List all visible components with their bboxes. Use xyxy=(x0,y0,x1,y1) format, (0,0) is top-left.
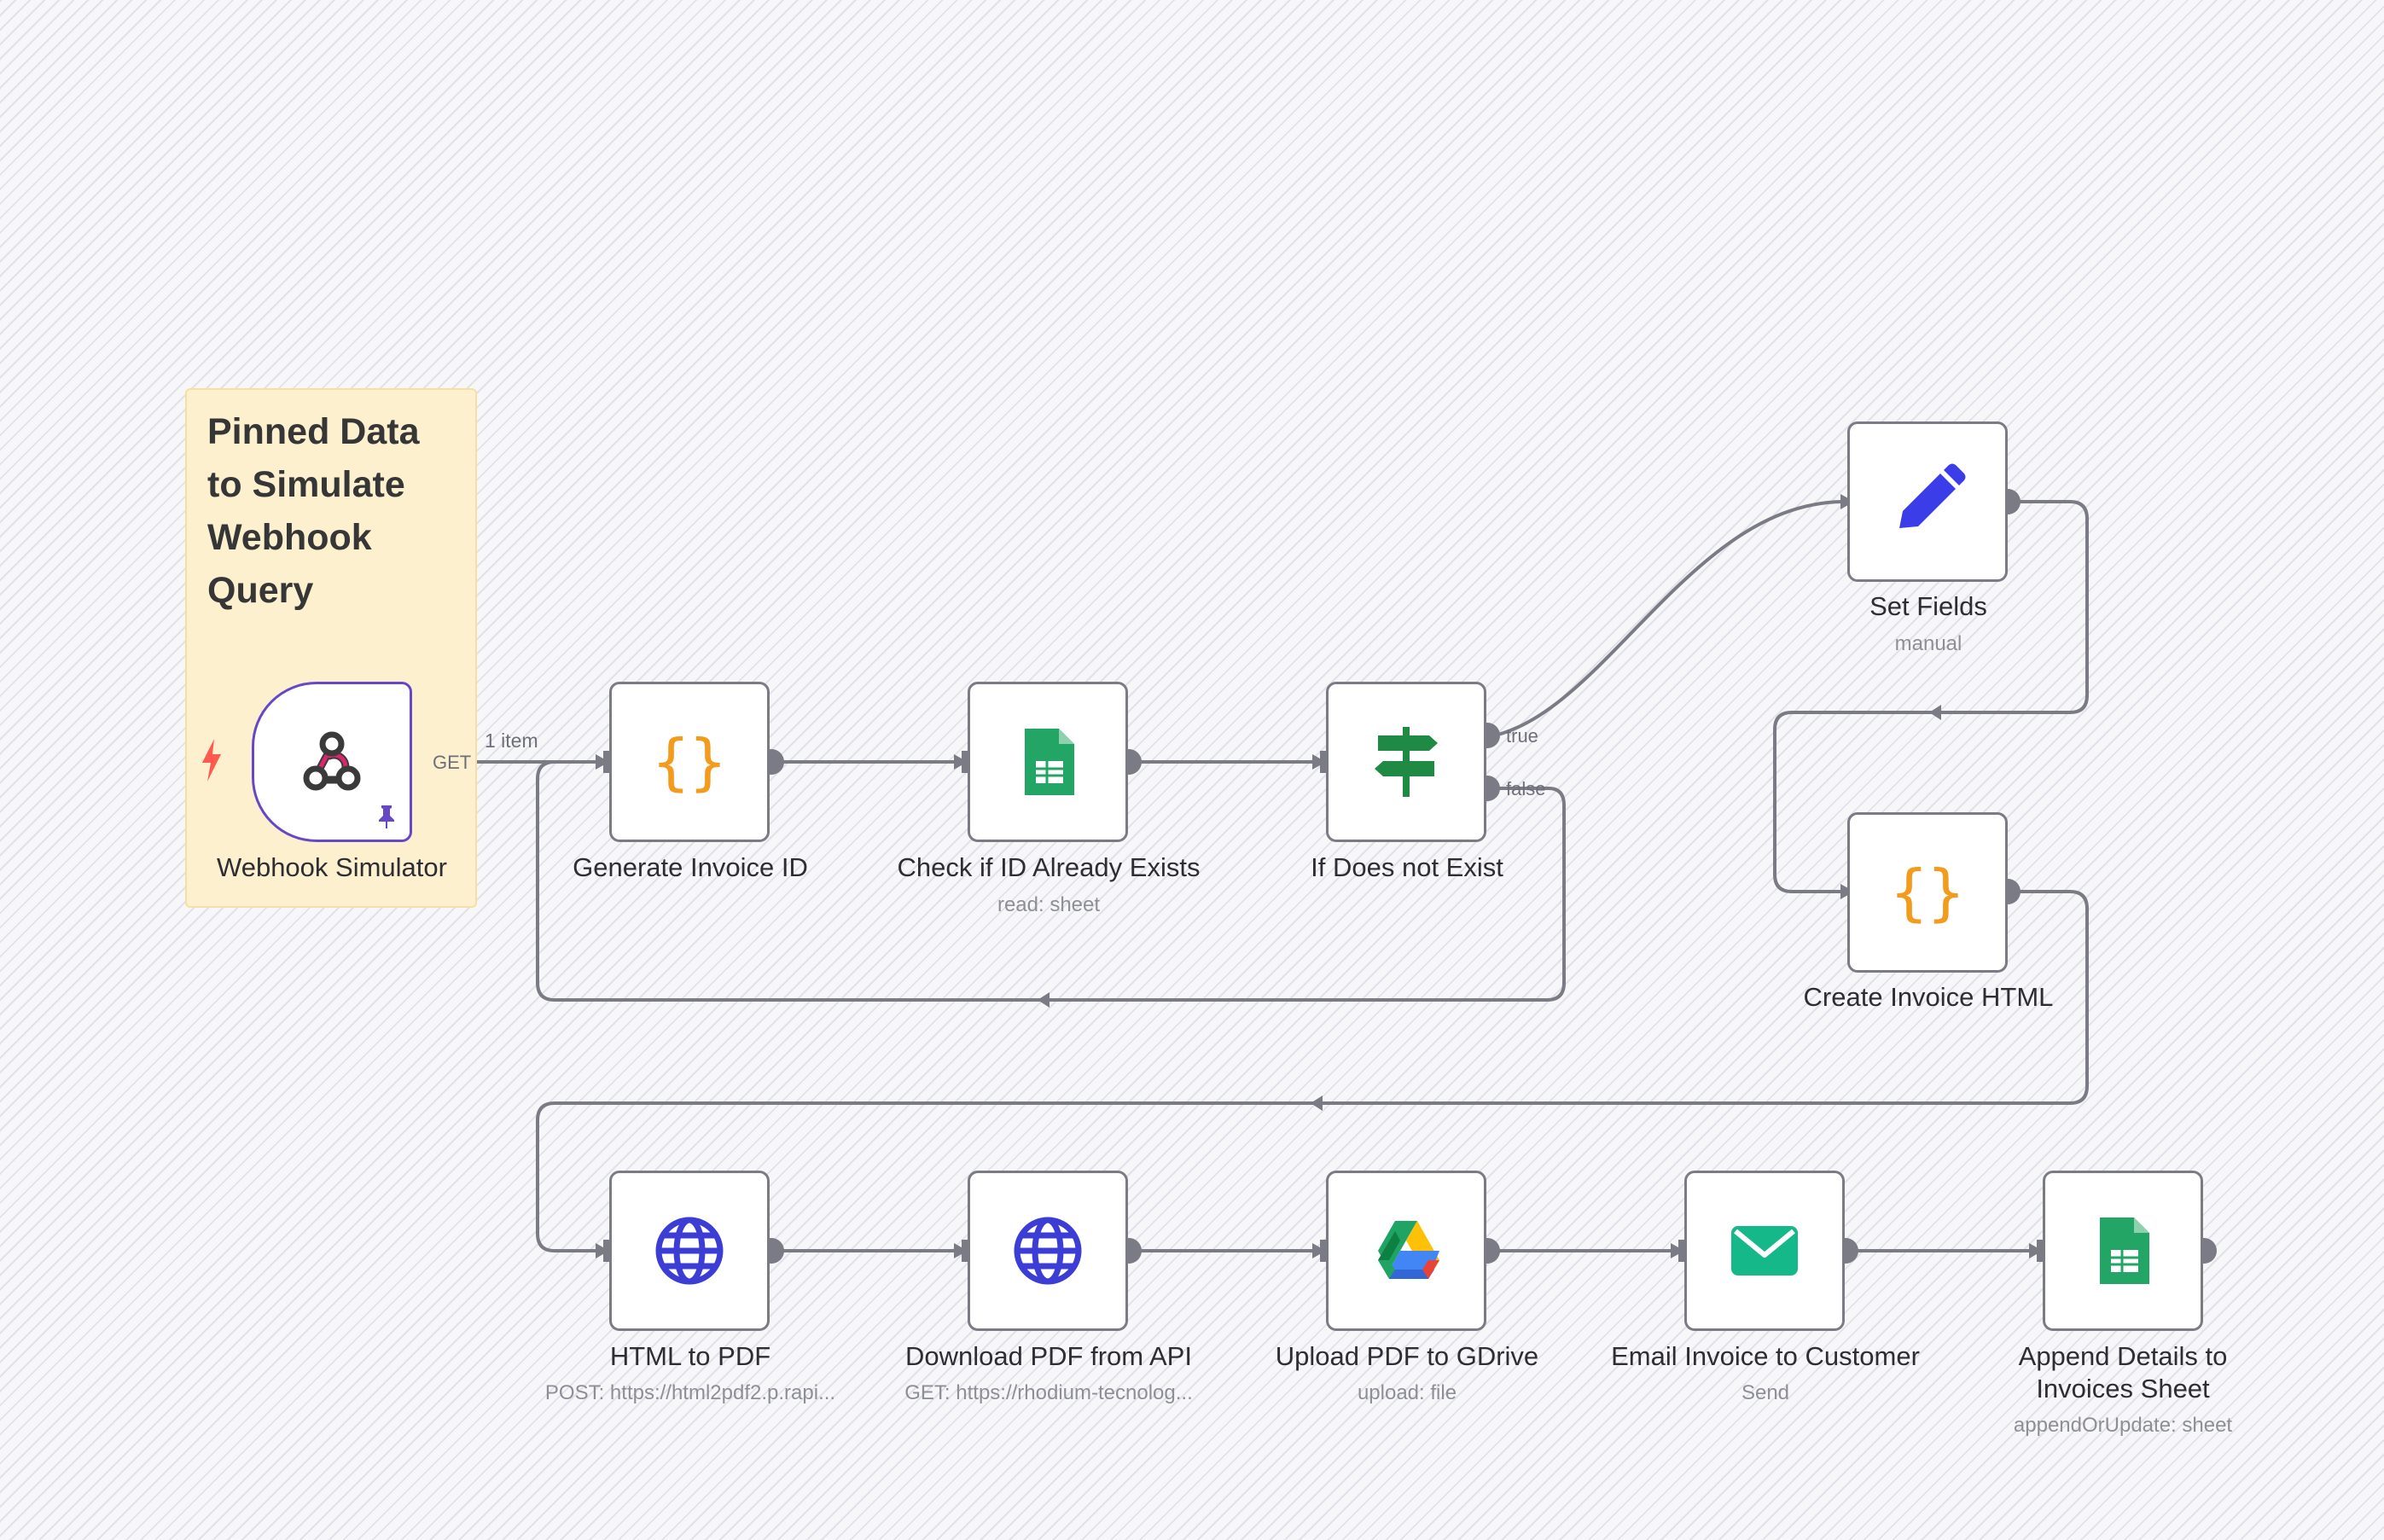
node-label-generate-invoice-id: Generate Invoice ID xyxy=(573,852,808,882)
node-label-if-does-not-exist: If Does not Exist xyxy=(1311,852,1503,882)
input-handle[interactable] xyxy=(603,1240,609,1262)
node-sublabel-append-details: appendOrUpdate: sheet xyxy=(2013,1414,2233,1437)
input-handle[interactable] xyxy=(962,751,968,773)
arrow-head xyxy=(954,1243,968,1258)
arrow-head xyxy=(2029,1243,2043,1258)
pinned-data-icon[interactable] xyxy=(374,804,399,829)
arrow-head xyxy=(1312,1243,1326,1258)
edge-if-true-to-set-fields[interactable] xyxy=(1486,500,1844,739)
method-label: GET xyxy=(433,752,472,773)
node-sublabel-set-fields: manual xyxy=(1894,632,1962,655)
node-download-pdf[interactable] xyxy=(968,1171,1128,1331)
input-handle[interactable] xyxy=(962,1240,968,1262)
node-append-details[interactable] xyxy=(2043,1171,2203,1331)
node-label-email-invoice: Email Invoice to Customer xyxy=(1611,1341,1920,1371)
node-check-id-exists[interactable] xyxy=(968,682,1128,842)
code-braces-icon: {} xyxy=(649,722,730,802)
envelope-icon xyxy=(1724,1211,1805,1291)
node-label-set-fields: Set Fields xyxy=(1869,591,1987,621)
node-generate-invoice-id[interactable]: {} xyxy=(609,682,770,842)
midpoint-arrow xyxy=(1929,705,1941,720)
node-label-create-invoice-html: Create Invoice HTML xyxy=(1803,982,2054,1012)
arrow-head xyxy=(596,754,609,770)
node-sublabel-download-pdf: GET: https://rhodium-tecnolog... xyxy=(904,1381,1193,1404)
false-branch-label: false xyxy=(1506,778,1546,799)
input-handle[interactable] xyxy=(1678,1240,1684,1262)
node-html-to-pdf[interactable] xyxy=(609,1171,770,1331)
node-sublabel-html-to-pdf: POST: https://html2pdf2.p.rapi... xyxy=(544,1381,836,1404)
arrow-head xyxy=(1312,754,1326,770)
node-email-invoice[interactable] xyxy=(1684,1171,1845,1331)
node-label-upload-gdrive: Upload PDF to GDrive xyxy=(1275,1341,1539,1371)
pencil-icon xyxy=(1887,462,1968,542)
google-sheets-icon xyxy=(1008,722,1088,802)
google-sheets-icon xyxy=(2083,1211,2163,1291)
arrow-head xyxy=(1671,1243,1684,1258)
node-label-html-to-pdf: HTML to PDF xyxy=(609,1341,771,1371)
item-count-label: 1 item xyxy=(485,729,538,752)
sticky-note-text: Pinned Data to Simulate Webhook Query xyxy=(207,411,420,611)
svg-text:{}: {} xyxy=(653,726,727,798)
code-braces-icon: {} xyxy=(1887,852,1968,933)
trigger-bolt-icon xyxy=(199,739,224,782)
node-sublabel-email-invoice: Send xyxy=(1741,1381,1790,1404)
input-handle[interactable] xyxy=(603,751,609,773)
node-webhook-simulator[interactable] xyxy=(252,682,412,842)
arrow-head xyxy=(954,754,968,770)
node-if-does-not-exist[interactable] xyxy=(1326,682,1486,842)
signpost-icon xyxy=(1366,722,1446,802)
input-handle[interactable] xyxy=(1320,1240,1326,1262)
webhook-icon xyxy=(292,722,372,802)
node-label-webhook-simulator: Webhook Simulator xyxy=(217,852,447,882)
globe-icon xyxy=(1008,1211,1088,1291)
node-upload-gdrive[interactable] xyxy=(1326,1171,1486,1331)
arrow-head xyxy=(596,1243,609,1258)
globe-icon xyxy=(649,1211,730,1291)
true-branch-label: true xyxy=(1506,725,1538,747)
node-sublabel-upload-gdrive: upload: file xyxy=(1357,1381,1457,1404)
google-drive-icon xyxy=(1366,1211,1446,1291)
midpoint-arrow xyxy=(1038,992,1050,1008)
node-label-check-id-exists: Check if ID Already Exists xyxy=(897,852,1201,882)
node-sublabel-check-id-exists: read: sheet xyxy=(997,893,1101,916)
node-set-fields[interactable] xyxy=(1847,421,2008,582)
node-label-append-details: Append Details to Invoices Sheet xyxy=(2018,1341,2228,1403)
input-handle[interactable] xyxy=(1320,751,1326,773)
node-label-download-pdf: Download PDF from API xyxy=(905,1341,1192,1371)
node-create-invoice-html[interactable]: {} xyxy=(1847,812,2008,973)
edge-if-false-loop-to-generate[interactable] xyxy=(536,760,1566,1002)
svg-text:{}: {} xyxy=(1891,857,1965,928)
midpoint-arrow xyxy=(1311,1095,1323,1111)
input-handle[interactable] xyxy=(2037,1240,2043,1262)
